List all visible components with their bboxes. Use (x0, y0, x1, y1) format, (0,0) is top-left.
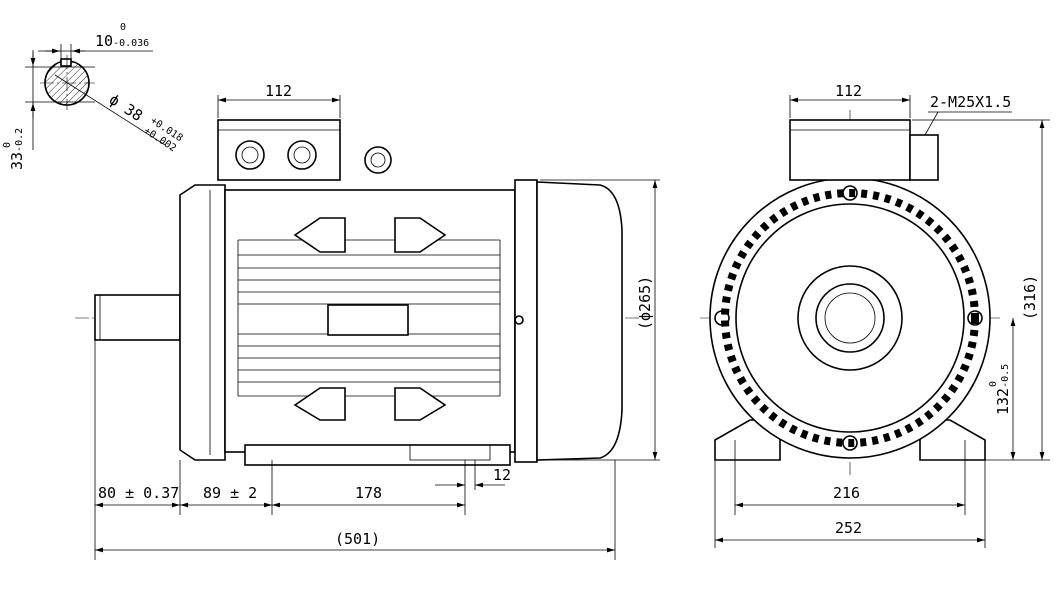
end-shield-circle (735, 203, 965, 433)
fan-cover-rim (514, 179, 538, 463)
foot-hole-spacing-dim: 178 (355, 484, 382, 502)
fan-cover (536, 181, 623, 461)
end-shield (179, 184, 226, 461)
fan-cover-diameter-dim: (ϕ265) (636, 276, 654, 330)
front-terminal-box (789, 119, 911, 181)
lifting-eye (364, 146, 392, 174)
cable-gland (909, 134, 939, 181)
key-width-tol-upper: 0 (120, 22, 126, 33)
shaft-height-dim: 33-0.2 (8, 128, 26, 170)
side-view: 112 (ϕ265) 80 ± 0.37 89 ± 2 178 12 (501) (75, 82, 660, 560)
overall-height-dim: (316) (1021, 275, 1039, 320)
nameplate (327, 304, 409, 336)
front-foot-hole-spacing-dim: 216 (833, 484, 860, 502)
shaft (94, 294, 181, 341)
shaft-section-detail: 10-0.036 0 33-0.2 0 ϕ 38 +0.018 +0.002 (2, 22, 185, 170)
center-height-tol-upper: 0 (988, 381, 999, 387)
shaft-length-dim: 80 ± 0.37 (98, 484, 179, 502)
foot (244, 444, 511, 466)
shaft-to-foot-hole-dim: 89 ± 2 (203, 484, 257, 502)
front-view: 112 2-M25X1.5 (316) 132-0.5 0 216 252 (700, 82, 1050, 548)
key-width-dim: 10-0.036 (95, 32, 149, 50)
side-terminal-box-width-dim: 112 (265, 82, 292, 100)
foot-width-dim: 252 (835, 519, 862, 537)
overall-length-dim: (501) (335, 530, 380, 548)
shaft-height-tol-upper: 0 (2, 142, 13, 148)
front-terminal-box-width-dim: 112 (835, 82, 862, 100)
cable-gland-label: 2-M25X1.5 (930, 93, 1011, 111)
foot-hole-size-dim: 12 (493, 466, 511, 484)
center-height-dim: 132-0.5 (994, 364, 1012, 415)
